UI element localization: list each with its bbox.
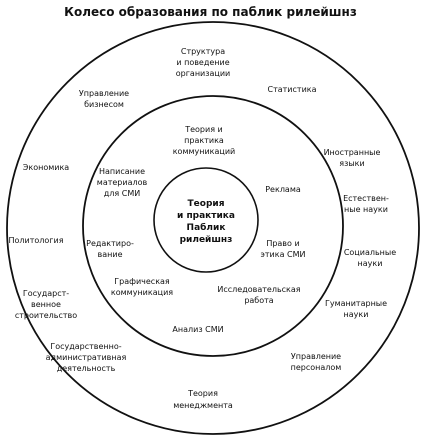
svg-text:коммуникация: коммуникация — [111, 288, 173, 297]
outer-economics: Экономика — [23, 163, 70, 172]
middle-advertising: Реклама — [265, 185, 301, 194]
svg-text:Графическая: Графическая — [114, 277, 170, 286]
outer-state-building: Государст- венное строительство — [15, 289, 77, 320]
outer-political-science: Политология — [9, 236, 64, 245]
center-line: и практика — [177, 211, 235, 221]
svg-text:менеджмента: менеджмента — [173, 401, 233, 410]
svg-text:Реклама: Реклама — [265, 185, 301, 194]
svg-text:материалов: материалов — [97, 178, 148, 187]
middle-writing-media: Написание материалов для СМИ — [97, 167, 148, 198]
center-label: Теория и практика Паблик рилейшнз — [177, 199, 235, 245]
svg-text:Право и: Право и — [266, 239, 299, 248]
inner-circle — [153, 167, 259, 273]
outer-statistics: Статистика — [268, 85, 317, 94]
svg-text:науки: науки — [344, 310, 369, 319]
svg-text:Статистика: Статистика — [268, 85, 317, 94]
svg-text:Анализ СМИ: Анализ СМИ — [172, 325, 223, 334]
svg-text:коммуникаций: коммуникаций — [173, 147, 236, 156]
middle-research-work: Исследовательская работа — [217, 285, 300, 305]
outer-humanities: Гуманитарные науки — [325, 299, 387, 319]
center-line: рилейшнз — [180, 235, 233, 245]
svg-text:Теория и: Теория и — [184, 125, 223, 134]
middle-media-analysis: Анализ СМИ — [172, 325, 223, 334]
center-line: Паблик — [187, 222, 226, 233]
svg-text:Социальные: Социальные — [344, 248, 396, 257]
middle-editing: Редактиро- вание — [86, 239, 134, 259]
svg-text:Иностранные: Иностранные — [324, 148, 381, 157]
middle-graphic-communication: Графическая коммуникация — [111, 277, 173, 297]
svg-text:для СМИ: для СМИ — [104, 189, 140, 198]
outer-org-structure: Структура и поведение организации — [176, 47, 231, 78]
outer-foreign-languages: Иностранные языки — [324, 148, 381, 168]
svg-text:Естествен-: Естествен- — [343, 194, 389, 203]
svg-text:строительство: строительство — [15, 311, 77, 320]
outer-circle — [6, 21, 420, 435]
svg-text:персоналом: персоналом — [291, 363, 342, 372]
svg-text:этика СМИ: этика СМИ — [261, 250, 306, 259]
svg-text:бизнесом: бизнесом — [84, 100, 124, 109]
svg-text:административная: административная — [46, 353, 127, 362]
middle-circle — [82, 95, 344, 357]
middle-media-law-ethics: Право и этика СМИ — [261, 239, 306, 259]
svg-text:языки: языки — [339, 159, 364, 168]
svg-text:Политология: Политология — [9, 236, 64, 245]
outer-social-sciences: Социальные науки — [344, 248, 396, 268]
svg-text:практика: практика — [184, 136, 224, 145]
svg-text:Государст-: Государст- — [23, 289, 69, 298]
svg-text:организации: организации — [176, 69, 231, 78]
outer-public-administration: Государственно- административная деятель… — [46, 342, 127, 373]
outer-personnel-management: Управление персоналом — [291, 352, 342, 372]
svg-text:работа: работа — [244, 296, 273, 305]
svg-text:Исследовательская: Исследовательская — [217, 285, 300, 294]
svg-text:Написание: Написание — [99, 167, 145, 176]
svg-text:вание: вание — [98, 250, 123, 259]
center-line: Теория — [188, 199, 225, 209]
middle-theory-communications: Теория и практика коммуникаций — [173, 125, 236, 156]
svg-text:Государственно-: Государственно- — [50, 342, 121, 351]
svg-text:Теория: Теория — [187, 389, 218, 398]
svg-text:Экономика: Экономика — [23, 163, 70, 172]
svg-text:Управление: Управление — [291, 352, 341, 361]
svg-text:Редактиро-: Редактиро- — [86, 239, 134, 248]
outer-natural-sciences: Естествен- ные науки — [343, 194, 389, 214]
svg-text:Структура: Структура — [181, 47, 225, 56]
svg-text:деятельность: деятельность — [57, 364, 116, 373]
svg-text:ные науки: ные науки — [344, 205, 388, 214]
svg-text:Гуманитарные: Гуманитарные — [325, 299, 387, 308]
diagram-title: Колесо образования по паблик рилейшнз — [64, 5, 357, 19]
outer-management-theory: Теория менеджмента — [173, 389, 233, 410]
svg-text:и поведение: и поведение — [176, 58, 229, 67]
svg-text:Управление: Управление — [79, 89, 129, 98]
outer-business-management: Управление бизнесом — [79, 89, 129, 109]
svg-text:венное: венное — [31, 300, 61, 309]
svg-text:науки: науки — [358, 259, 383, 268]
